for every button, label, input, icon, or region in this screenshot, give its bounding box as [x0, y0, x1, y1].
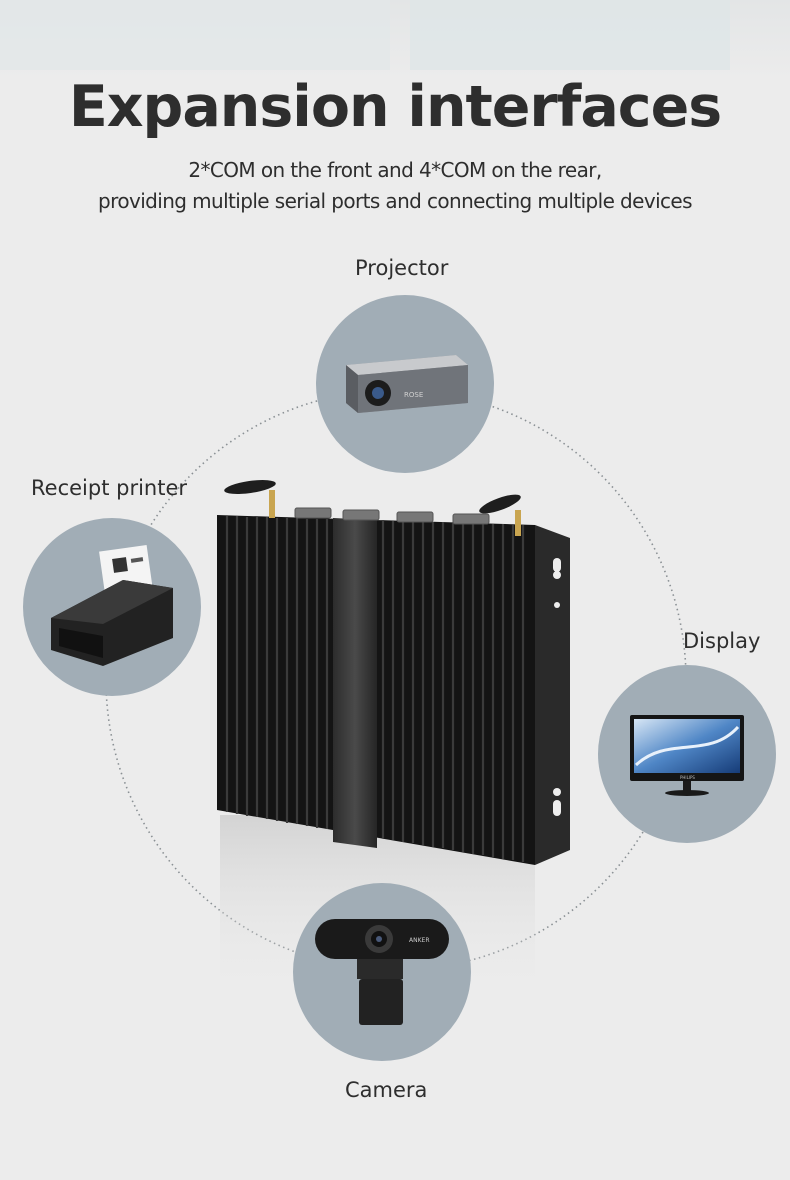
subtitle-line-2: providing multiple serial ports and conn… — [98, 189, 693, 213]
receipt-printer-circle — [23, 518, 201, 696]
receipt-printer-icon — [51, 544, 173, 666]
camera-circle: ANKER — [293, 883, 471, 1061]
camera-brand: ANKER — [409, 937, 430, 944]
display-circle: PHILIPS — [598, 665, 776, 843]
projector-icon: ROSE — [346, 355, 468, 413]
receipt-printer-label: Receipt printer — [31, 476, 188, 500]
top-background — [0, 0, 790, 80]
webcam-icon: ANKER — [315, 919, 449, 1025]
camera-label: Camera — [345, 1078, 428, 1102]
display-label: Display — [683, 629, 761, 653]
mini-pc-illustration — [217, 480, 570, 1005]
projector-label: Projector — [355, 256, 449, 280]
page-title: Expansion interfaces — [68, 74, 722, 140]
display-brand: PHILIPS — [680, 775, 695, 780]
projector-circle: ROSE — [316, 295, 494, 473]
monitor-icon: PHILIPS — [630, 715, 744, 796]
subtitle-line-1: 2*COM on the front and 4*COM on the rear… — [188, 158, 602, 182]
projector-brand: ROSE — [404, 391, 423, 399]
